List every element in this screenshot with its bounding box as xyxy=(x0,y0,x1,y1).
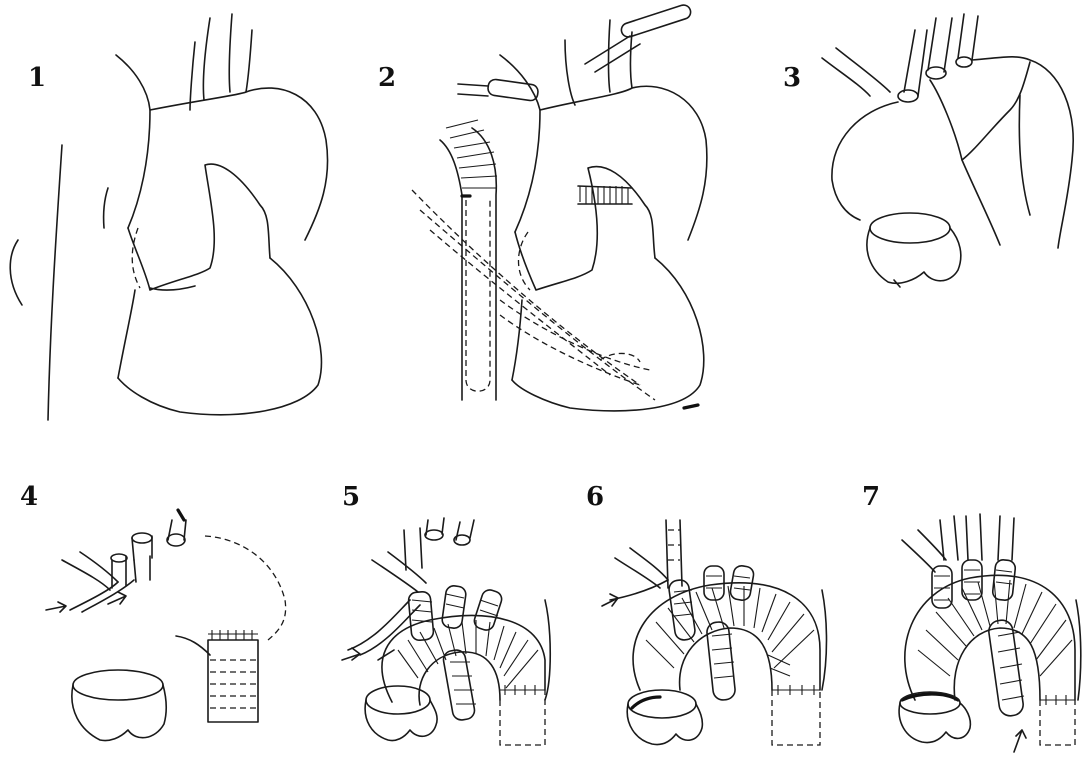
panel-2: 2 xyxy=(378,3,707,411)
panel-4-label: 4 xyxy=(20,482,38,512)
panel-2-drawing xyxy=(412,3,707,411)
panel-5: 5 xyxy=(342,482,550,745)
panel-5-drawing xyxy=(342,518,550,745)
panel-3: 3 xyxy=(783,14,1073,287)
panel-3-label: 3 xyxy=(783,63,801,93)
panel-7-label: 7 xyxy=(862,482,880,512)
panel-1-label: 1 xyxy=(28,63,46,93)
panel-6-label: 6 xyxy=(586,482,604,512)
panel-6: 6 xyxy=(586,482,827,745)
panel-3-drawing xyxy=(822,14,1073,287)
panel-6-drawing xyxy=(602,520,827,745)
panel-7-drawing xyxy=(899,514,1081,752)
panel-1: 1 xyxy=(10,14,327,420)
panel-4: 4 xyxy=(20,482,286,741)
panel-7: 7 xyxy=(862,482,1081,752)
panel-5-label: 5 xyxy=(342,482,360,512)
panel-1-drawing xyxy=(10,14,327,420)
panel-2-label: 2 xyxy=(378,63,396,93)
panel-4-drawing xyxy=(46,510,286,741)
